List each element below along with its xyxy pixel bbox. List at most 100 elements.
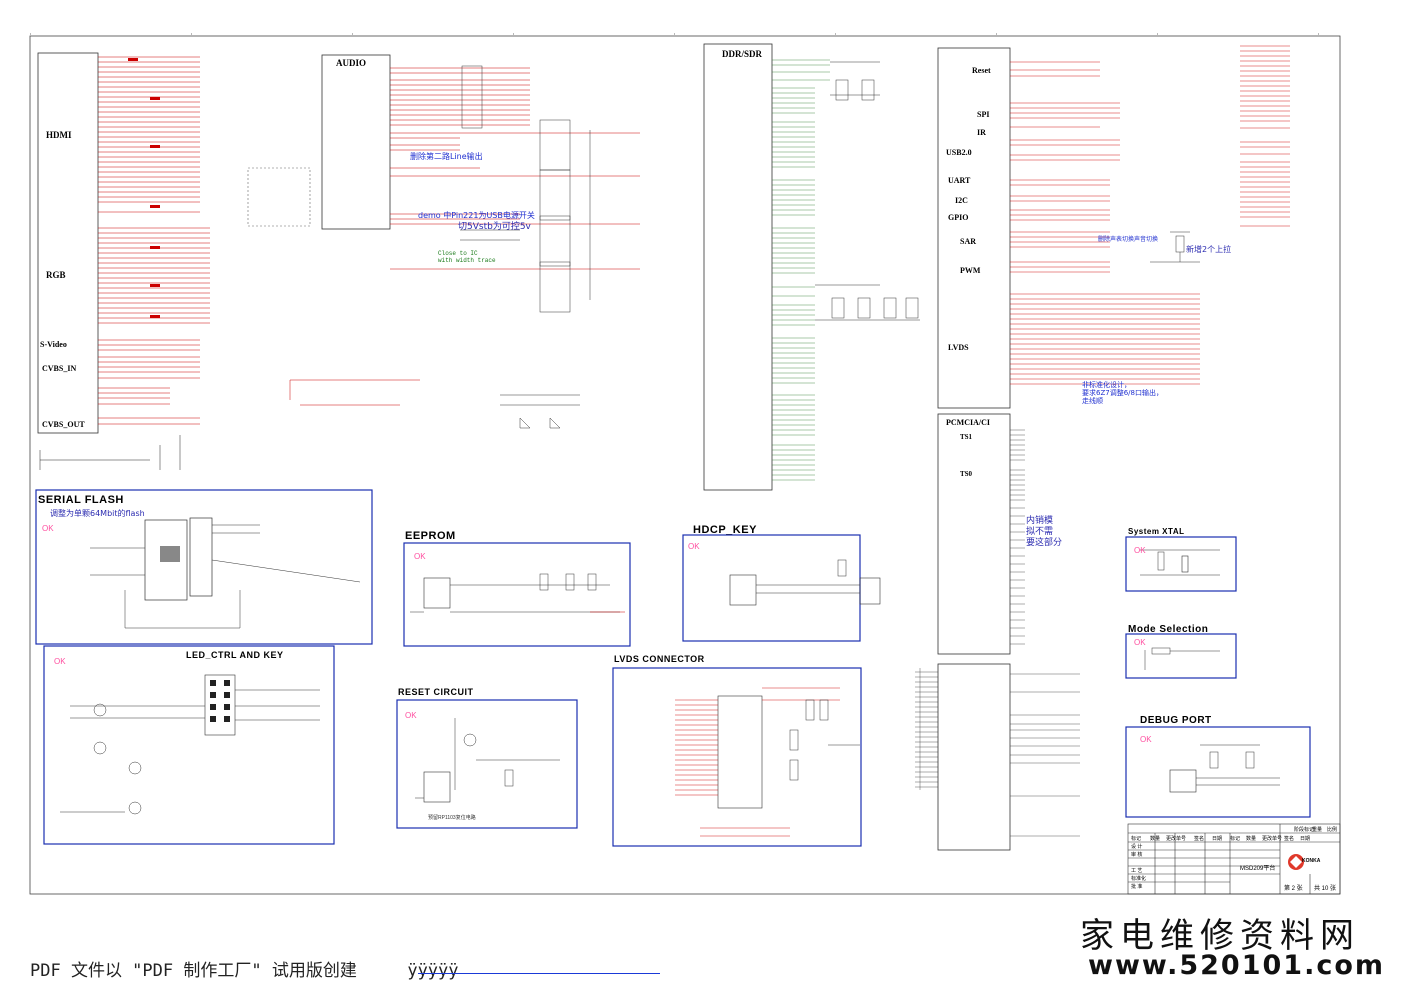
title-role-approve: 批 准 <box>1131 884 1143 890</box>
title-header-sign: 签名 <box>1194 836 1205 842</box>
svideo-title: S-Video <box>40 340 67 349</box>
audio-chip <box>321 54 640 429</box>
ci-note-2: 拟不需 <box>1026 527 1054 537</box>
right-net-labels <box>1240 45 1290 227</box>
spdif-dashed-box <box>247 167 311 227</box>
reset-note: 预留RP1103复位电路 <box>428 815 476 821</box>
rgb-title: RGB <box>46 270 66 280</box>
input-chip-u1a <box>37 52 210 470</box>
flash-note: 调整为单颗64Mbit的flash <box>50 509 145 518</box>
system-xtal-box <box>1125 536 1237 592</box>
audio-note-3: 切5Vstb为可控5v <box>458 222 531 232</box>
sheet-border <box>29 33 1341 895</box>
soc-usb-label: USB2.0 <box>946 148 972 157</box>
led-ctrl-box <box>43 645 335 845</box>
pdf-footer-text: PDF 文件以 "PDF 制作工厂" 试用版创建 <box>30 961 357 981</box>
soc-reset-label: Reset <box>972 66 991 75</box>
gpio-pullup-resistor <box>1150 231 1200 263</box>
led-ctrl-title: LED_CTRL AND KEY <box>186 650 284 660</box>
reset-circuit-title: RESET CIRCUIT <box>398 687 474 697</box>
ok-reset: OK <box>405 711 417 720</box>
title-role-standard: 标准化 <box>1131 876 1147 882</box>
ci-note-1: 内销模 <box>1026 516 1054 526</box>
mode-selection-title: Mode Selection <box>1128 624 1209 635</box>
pdf-footer: PDF 文件以 "PDF 制作工厂" 试用版创建 ÿÿÿÿÿ <box>30 956 459 981</box>
title-block <box>1127 823 1341 895</box>
mode-selection-box <box>1125 633 1237 679</box>
lvds-connector-title: LVDS CONNECTOR <box>614 654 705 664</box>
debug-port-title: DEBUG PORT <box>1140 715 1212 726</box>
width-trace-note: with width trace <box>438 257 496 264</box>
serial-flash-box <box>35 489 373 645</box>
footer-underline <box>418 973 660 974</box>
title-header-sign-2: 签名 <box>1284 836 1295 842</box>
ddr-title: DDR/SDR <box>722 49 763 59</box>
audio-title: AUDIO <box>336 58 367 68</box>
eeprom-box <box>403 542 631 647</box>
konka-logo <box>1288 854 1304 870</box>
soc-sar-label: SAR <box>960 237 977 246</box>
soc-ts1-label: TS1 <box>960 433 973 441</box>
audio-note-1: 删除第二路Line输出 <box>410 152 483 161</box>
ddr-chip <box>703 43 920 491</box>
hdcp-title: HDCP_KEY <box>693 524 757 536</box>
ok-mode: OK <box>1134 638 1146 647</box>
title-scale: 比例 <box>1327 827 1338 833</box>
lvds-note-1: 非标准化设计， <box>1082 381 1131 389</box>
title-role-review: 审 核 <box>1131 852 1143 858</box>
title-header-mark-2: 标记 <box>1230 836 1241 842</box>
title-header-qty: 数量 <box>1150 836 1161 842</box>
soc-chip-right <box>915 47 1200 851</box>
soc-gpio-label: GPIO <box>948 213 969 222</box>
ci-note-3: 要这部分 <box>1026 538 1063 548</box>
ok-serial-flash: OK <box>42 524 54 533</box>
soc-lvds-label: LVDS <box>948 343 969 352</box>
reset-circuit-box <box>396 699 578 829</box>
title-role-design: 设 计 <box>1131 844 1143 850</box>
gpio-note-2: 删除声表切换声音切换 <box>1098 236 1159 243</box>
title-header-date: 日期 <box>1212 836 1223 842</box>
lvds-note-2: 要求6Z7调整6/8口输出， <box>1082 389 1163 397</box>
soc-uart-label: UART <box>948 176 971 185</box>
soc-spi-label: SPI <box>977 110 990 119</box>
pdf-footer-link[interactable]: ÿÿÿÿÿ <box>407 961 459 981</box>
title-product: MSD209平台 <box>1240 866 1276 872</box>
serial-flash-title: SERIAL FLASH <box>38 494 124 506</box>
title-header-qty-2: 数量 <box>1246 836 1257 842</box>
lvds-connector-box <box>612 667 862 847</box>
soc-pwm-label: PWM <box>960 266 981 275</box>
title-header-date-2: 日期 <box>1300 836 1311 842</box>
title-header-change: 更改单号 <box>1166 836 1187 842</box>
audio-note-2: demo 中Pin221为USB电源开关 <box>418 211 535 220</box>
watermark-title: 家电维修资料网 <box>1080 916 1360 956</box>
ok-debug: OK <box>1140 735 1152 744</box>
debug-port-box <box>1125 726 1311 818</box>
title-sheet: 第 2 张 <box>1284 886 1303 892</box>
soc-i2c-label: I2C <box>955 196 968 205</box>
title-weight: 重量 <box>1312 827 1323 833</box>
soc-ts0-label: TS0 <box>960 470 973 478</box>
title-stage-mark: 阶段标记 <box>1294 827 1315 833</box>
hdmi-title: HDMI <box>46 130 72 140</box>
lvds-note-3: 走线顺 <box>1082 397 1103 405</box>
title-company: KONKA <box>1302 858 1321 864</box>
gpio-note-1: 新增2个上拉 <box>1186 245 1232 254</box>
watermark-url: www.520101.com <box>1088 950 1386 981</box>
title-role-process: 工 艺 <box>1131 868 1143 874</box>
hdcp-box <box>682 534 881 642</box>
vif-filter-net <box>289 379 420 406</box>
cvbs-in-title: CVBS_IN <box>42 364 77 373</box>
ok-system-xtal: OK <box>1134 546 1146 555</box>
pcmcia-title: PCMCIA/CI <box>946 418 990 427</box>
ok-eeprom: OK <box>414 552 426 561</box>
system-xtal-title: System XTAL <box>1128 527 1185 536</box>
ok-hdcp: OK <box>688 542 700 551</box>
title-header-mark: 标记 <box>1131 836 1142 842</box>
close-ic-note: Close to IC <box>438 250 478 257</box>
soc-ir-label: IR <box>977 128 986 137</box>
cvbs-out-title: CVBS_OUT <box>42 420 85 429</box>
ok-led: OK <box>54 657 66 666</box>
title-total: 共 10 张 <box>1314 886 1337 892</box>
eeprom-title: EEPROM <box>405 530 456 542</box>
